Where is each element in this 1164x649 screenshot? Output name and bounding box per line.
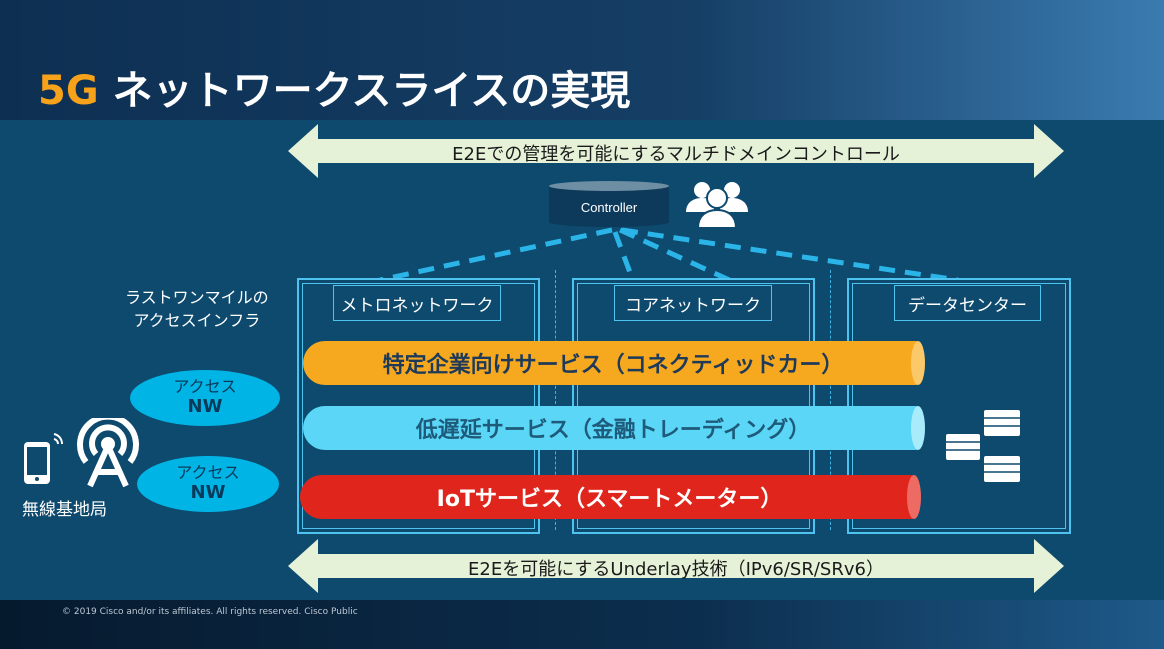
title-accent: 5G xyxy=(38,68,99,114)
slice-iot: IoTサービス（スマートメーター） xyxy=(300,475,921,519)
slice-connected-car: 特定企業向けサービス（コネクティッドカー） xyxy=(303,341,925,385)
top-arrow-label: E2Eでの管理を可能にするマルチドメインコントロール xyxy=(452,144,900,165)
bottom-arrow-label: E2Eを可能にするUnderlay技術（IPv6/SR/SRv6） xyxy=(468,559,884,580)
access-nw-label: NW xyxy=(190,482,226,503)
controller-label: Controller xyxy=(580,200,638,215)
bottom-arrow: E2Eを可能にするUnderlay技術（IPv6/SR/SRv6） xyxy=(288,539,1064,593)
slide-title: 5G ネットワークスライスの実現 xyxy=(38,58,630,116)
servers-icon xyxy=(946,410,1020,482)
header-band xyxy=(0,0,1164,120)
cell-tower-icon xyxy=(77,418,139,488)
smartphone-icon xyxy=(24,433,64,484)
users-icon xyxy=(686,182,748,228)
divider xyxy=(830,270,831,530)
slice-label: 特定企業向けサービス（コネクティッドカー） xyxy=(382,353,844,378)
access-nw-label: NW xyxy=(187,396,223,417)
slice-low-latency: 低遅延サービス（金融トレーディング） xyxy=(303,406,925,450)
divider xyxy=(555,270,556,530)
base-station-label: 無線基地局 xyxy=(22,500,107,520)
column-label-datacenter: データセンター xyxy=(894,285,1041,321)
footer-band xyxy=(0,600,1164,649)
access-label: アクセス xyxy=(176,463,240,482)
column-label-core: コアネットワーク xyxy=(614,285,772,321)
top-arrow: E2Eでの管理を可能にするマルチドメインコントロール xyxy=(288,124,1064,178)
database-icon xyxy=(549,181,669,227)
slice-label: 低遅延サービス（金融トレーディング） xyxy=(415,418,811,443)
copyright: © 2019 Cisco and/or its affiliates. All … xyxy=(62,607,358,617)
last-mile-label: ラストワンマイルのアクセスインフラ xyxy=(125,286,269,332)
last-mile-line: ラストワンマイルの xyxy=(125,288,269,307)
title-text: ネットワークスライスの実現 xyxy=(98,68,631,114)
slice-label: IoTサービス（スマートメーター） xyxy=(436,487,783,512)
column-label-metro: メトロネットワーク xyxy=(333,285,501,321)
double-arrow-icon xyxy=(288,124,1064,178)
access-label: アクセス xyxy=(173,377,237,396)
last-mile-line: アクセスインフラ xyxy=(133,311,261,330)
double-arrow-icon xyxy=(288,539,1064,593)
